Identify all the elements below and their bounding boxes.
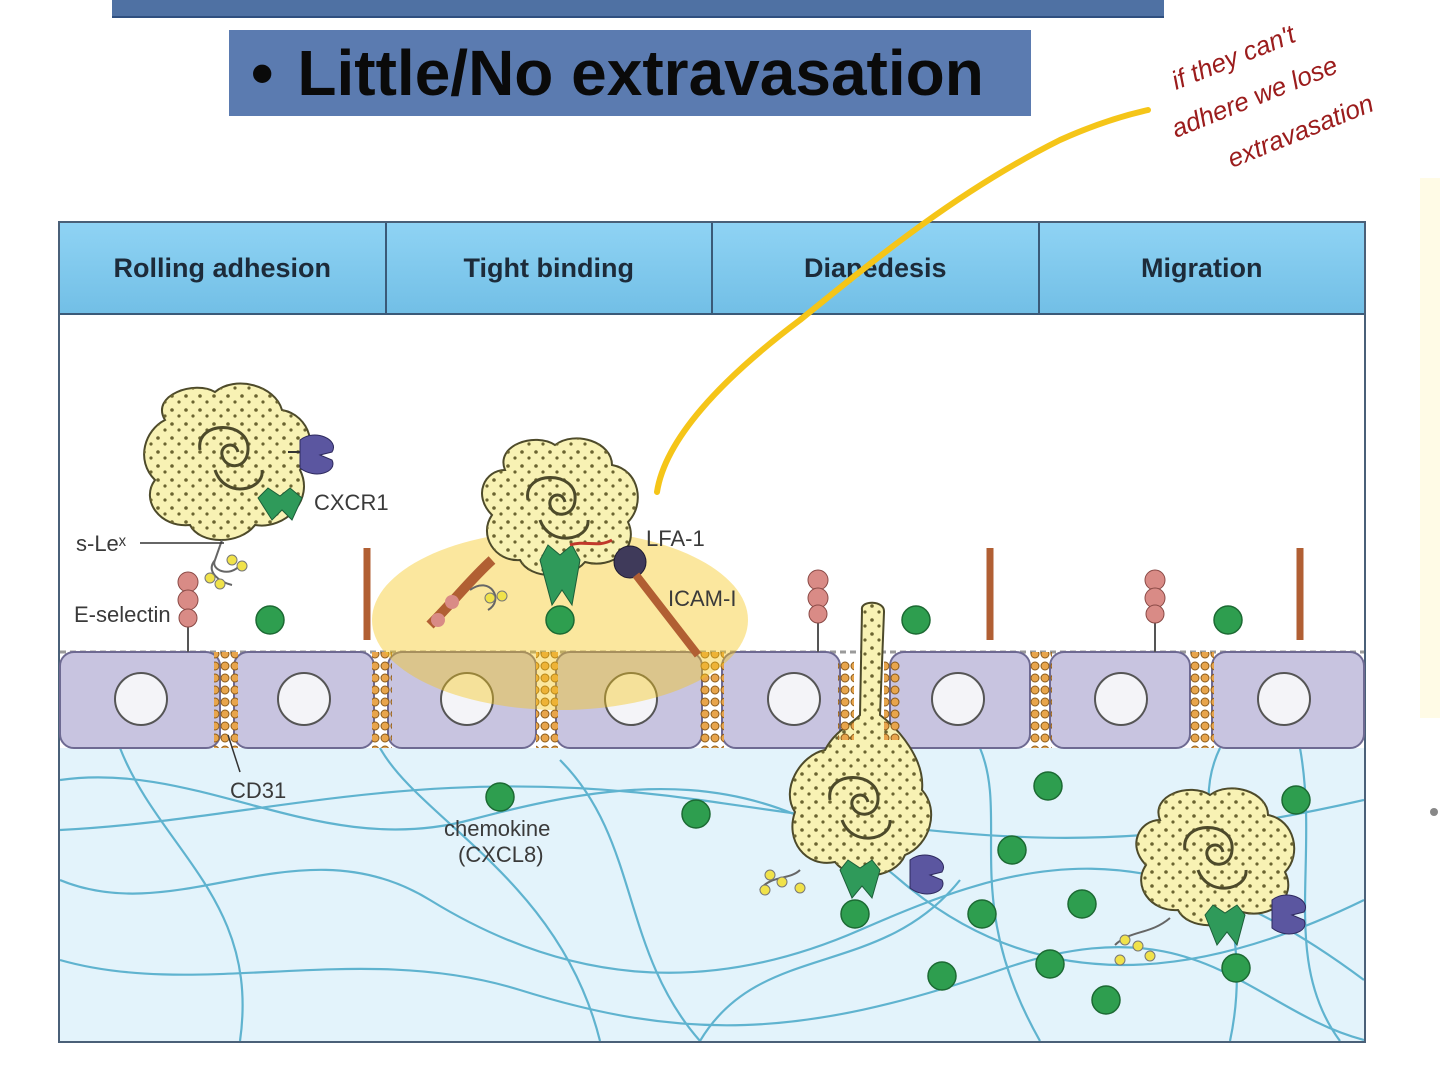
cd31-junction (1030, 652, 1052, 748)
chemokine-dot (485, 782, 515, 812)
chemokine-dot (1067, 889, 1097, 919)
chemokine-dot (681, 799, 711, 829)
leukocyte-diapedesis (759, 601, 945, 900)
label-chemokine-subtype: (CXCL8) (458, 842, 544, 867)
nucleus (931, 672, 985, 726)
label-slex: s-Leˣ (76, 531, 127, 556)
leukocyte-rolling (143, 382, 335, 590)
edge-dot (1430, 808, 1438, 816)
label-chemokine: chemokine (444, 816, 550, 841)
label-cd31: CD31 (230, 778, 286, 803)
chemokine-dot (901, 605, 931, 635)
chemokine-dot (545, 605, 575, 635)
chemokine-dot (967, 899, 997, 929)
stage-header-row: Rolling adhesion Tight binding Diapedesi… (60, 223, 1364, 315)
nucleus (1094, 672, 1148, 726)
cd31-junction (214, 652, 238, 748)
nucleus (1257, 672, 1311, 726)
chemokine-dot (840, 899, 870, 929)
label-cxcr1: CXCR1 (314, 490, 389, 515)
chemokine-dot (1221, 953, 1251, 983)
label-icam1: ICAM-I (668, 586, 736, 611)
nucleus (604, 672, 658, 726)
nucleus (767, 672, 821, 726)
adjacent-panel-edge (1420, 178, 1440, 718)
leader-lines (140, 542, 241, 773)
leukocyte-migrating (1114, 787, 1307, 966)
selectins (177, 548, 1304, 652)
nucleus (277, 672, 331, 726)
label-lfa1: LFA-1 (646, 526, 705, 551)
chemokine-dot (1213, 605, 1243, 635)
leukocyte-bound (426, 437, 702, 658)
chemokine-dot (1281, 785, 1311, 815)
nucleus (114, 672, 168, 726)
slide-heading: • Little/No extravasation (229, 30, 1031, 116)
cd31-junction (1190, 652, 1214, 748)
label-e-selectin: E-selectin (74, 602, 171, 627)
stage-diapedesis: Diapedesis (713, 223, 1040, 313)
cd31-junction (884, 660, 900, 740)
cd31-junction (700, 652, 724, 748)
title-bar-remnant (112, 0, 1164, 18)
chemokines (255, 605, 1311, 1015)
stage-migration: Migration (1039, 223, 1364, 313)
cd31-junction (536, 652, 558, 748)
heading-text: Little/No extravasation (297, 37, 984, 109)
e-selectin-marker (177, 571, 199, 652)
handwritten-note: if they can't adhere we lose extravasati… (1167, 18, 1378, 173)
stage-rolling-adhesion: Rolling adhesion (60, 223, 387, 313)
cd31-junction (372, 652, 392, 748)
chemokine-dot (1033, 771, 1063, 801)
nucleus (440, 672, 494, 726)
stage-tight-binding: Tight binding (386, 223, 713, 313)
chemokine-dot (997, 835, 1027, 865)
highlighter-arrow-stroke (654, 107, 1151, 495)
chemokine-dot (1091, 985, 1121, 1015)
chemokine-dot (927, 961, 957, 991)
chemokine-dot (1035, 949, 1065, 979)
endothelium (59, 650, 1365, 749)
chemokine-dot (255, 605, 285, 635)
cd31-junction (838, 660, 854, 740)
heading-bullet: • (251, 37, 274, 109)
